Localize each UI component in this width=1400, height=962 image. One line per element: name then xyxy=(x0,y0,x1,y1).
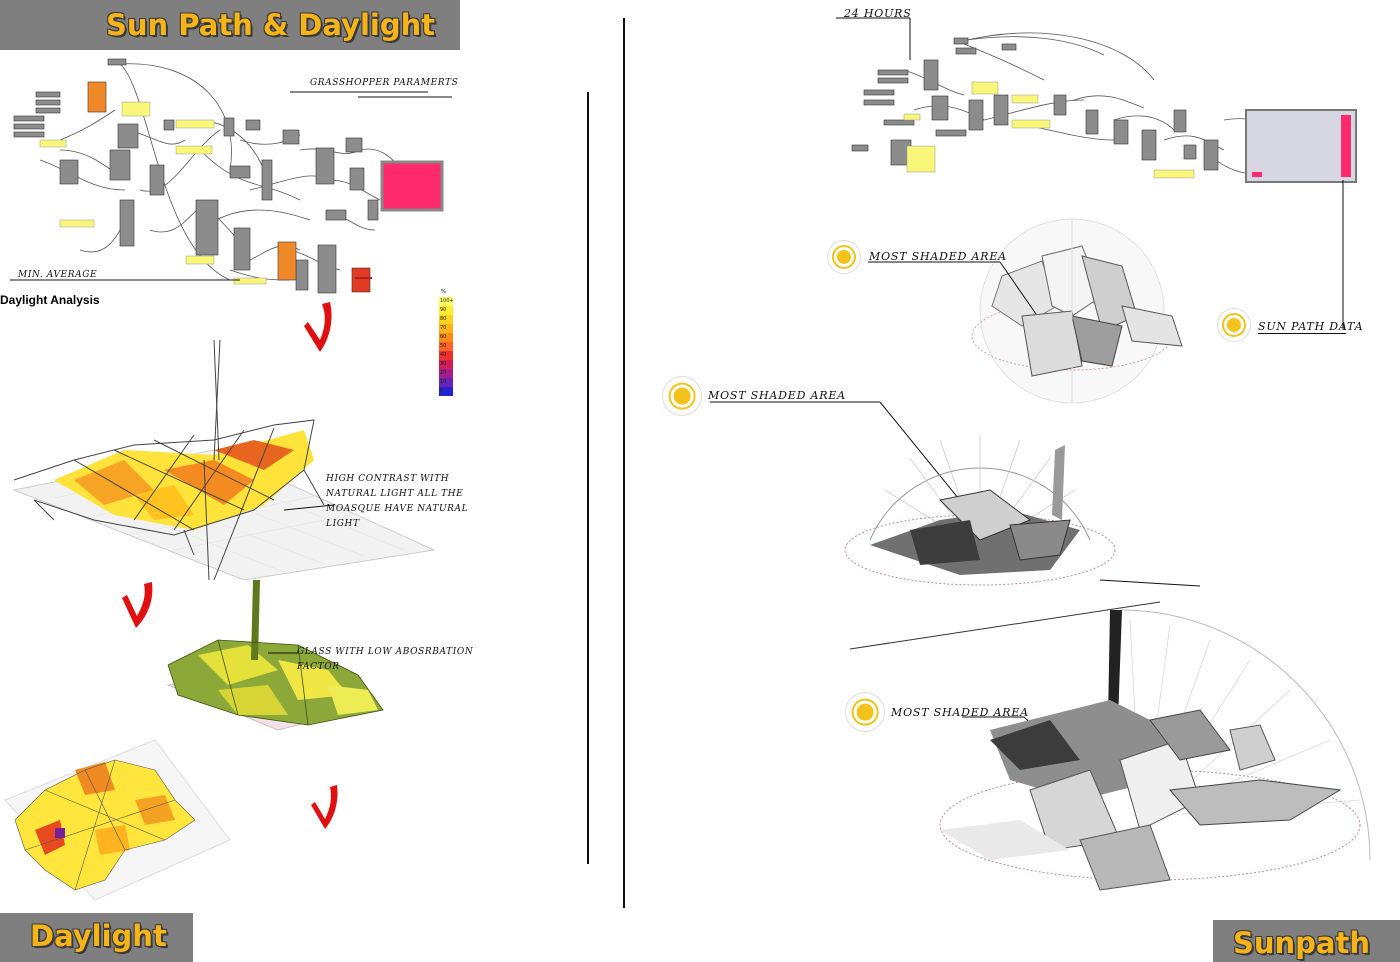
sun-path-data-label: SUN PATH DATA xyxy=(1258,320,1364,333)
red-arrow-icon xyxy=(311,785,338,829)
legend-tick-label: 100+ xyxy=(440,298,454,304)
title-text: Sun Path & Daylight xyxy=(106,8,436,42)
divider-line xyxy=(849,601,1161,650)
legend-tick-label: 70 xyxy=(440,325,447,331)
sun-icon xyxy=(845,692,885,732)
legend-tick-label: 80 xyxy=(440,316,447,322)
legend-tick-label: 20 xyxy=(440,370,447,376)
most-shaded-label-2: MOST SHADED AREA xyxy=(708,389,846,402)
daylight-model-plan xyxy=(4,739,231,901)
sunpath-banner: Sunpath xyxy=(1213,920,1400,962)
legend-swatch: 0 xyxy=(439,387,453,396)
legend-swatch: 40 xyxy=(439,351,453,360)
legend-unit: % xyxy=(441,289,446,295)
hours-label: 24 HOURS xyxy=(844,7,912,20)
daylight-model-main xyxy=(12,339,436,581)
daylight-banner-text: Daylight xyxy=(30,919,167,953)
legend-tick-label: 50 xyxy=(440,343,447,349)
leader-line-1 xyxy=(868,261,1037,315)
legend-swatch: 50 xyxy=(439,342,453,351)
legend-swatch: 30 xyxy=(439,360,453,369)
daylight-analysis-label: Daylight Analysis xyxy=(0,293,100,307)
sunpath-model-3 xyxy=(939,609,1371,891)
legend-swatch: 90 xyxy=(439,306,453,315)
most-shaded-label-3: MOST SHADED AREA xyxy=(891,706,1029,719)
legend-swatch: 100+ xyxy=(439,297,454,306)
min-average-label: MIN. AVERAGE xyxy=(18,270,98,280)
legend-swatch: 80 xyxy=(439,315,453,324)
sun-icon xyxy=(1217,308,1251,342)
grasshopper-graph-left xyxy=(10,58,452,294)
legend-tick-label: 10 xyxy=(440,379,447,385)
most-shaded-label-1: MOST SHADED AREA xyxy=(869,250,1007,263)
legend-tick-label: 0 xyxy=(440,388,444,394)
note-high-contrast: HIGH CONTRAST WITH NATURAL LIGHT ALL THE… xyxy=(326,474,469,529)
center-divider xyxy=(623,18,625,908)
note-glass: GLASS WITH LOW ABOSRBATION FACTOR xyxy=(297,647,474,672)
sunpath-model-1 xyxy=(971,218,1183,404)
grasshopper-params-label: GRASSHOPPER PARAMERTS xyxy=(310,78,459,88)
legend-swatch: 10 xyxy=(439,378,453,387)
sun-icon xyxy=(827,240,861,274)
daylight-banner: Daylight xyxy=(0,913,193,962)
legend-tick-label: 60 xyxy=(440,334,447,340)
legend-swatch: 20 xyxy=(439,369,453,378)
sunpath-banner-text: Sunpath xyxy=(1233,926,1371,960)
sunpath-model-2 xyxy=(710,401,1201,587)
legend-swatch: 70 xyxy=(439,324,453,333)
legend-tick-label: 90 xyxy=(440,307,447,313)
left-panel-divider xyxy=(587,92,589,864)
grasshopper-graph-right xyxy=(836,17,1357,330)
legend-swatch: 60 xyxy=(439,333,453,342)
red-arrow-icon xyxy=(304,302,332,352)
daylight-model-glass xyxy=(166,580,384,731)
legend-swatches: 100+ 90 80 70 60 50 40 30 20 10 0 xyxy=(439,297,454,396)
legend-tick-label: 30 xyxy=(440,361,447,367)
sun-path-data-underline xyxy=(1258,333,1346,334)
legend-tick-label: 40 xyxy=(440,352,447,358)
red-arrow-icon xyxy=(122,582,153,628)
sun-icon xyxy=(662,376,702,416)
title-banner: Sun Path & Daylight xyxy=(0,0,460,50)
